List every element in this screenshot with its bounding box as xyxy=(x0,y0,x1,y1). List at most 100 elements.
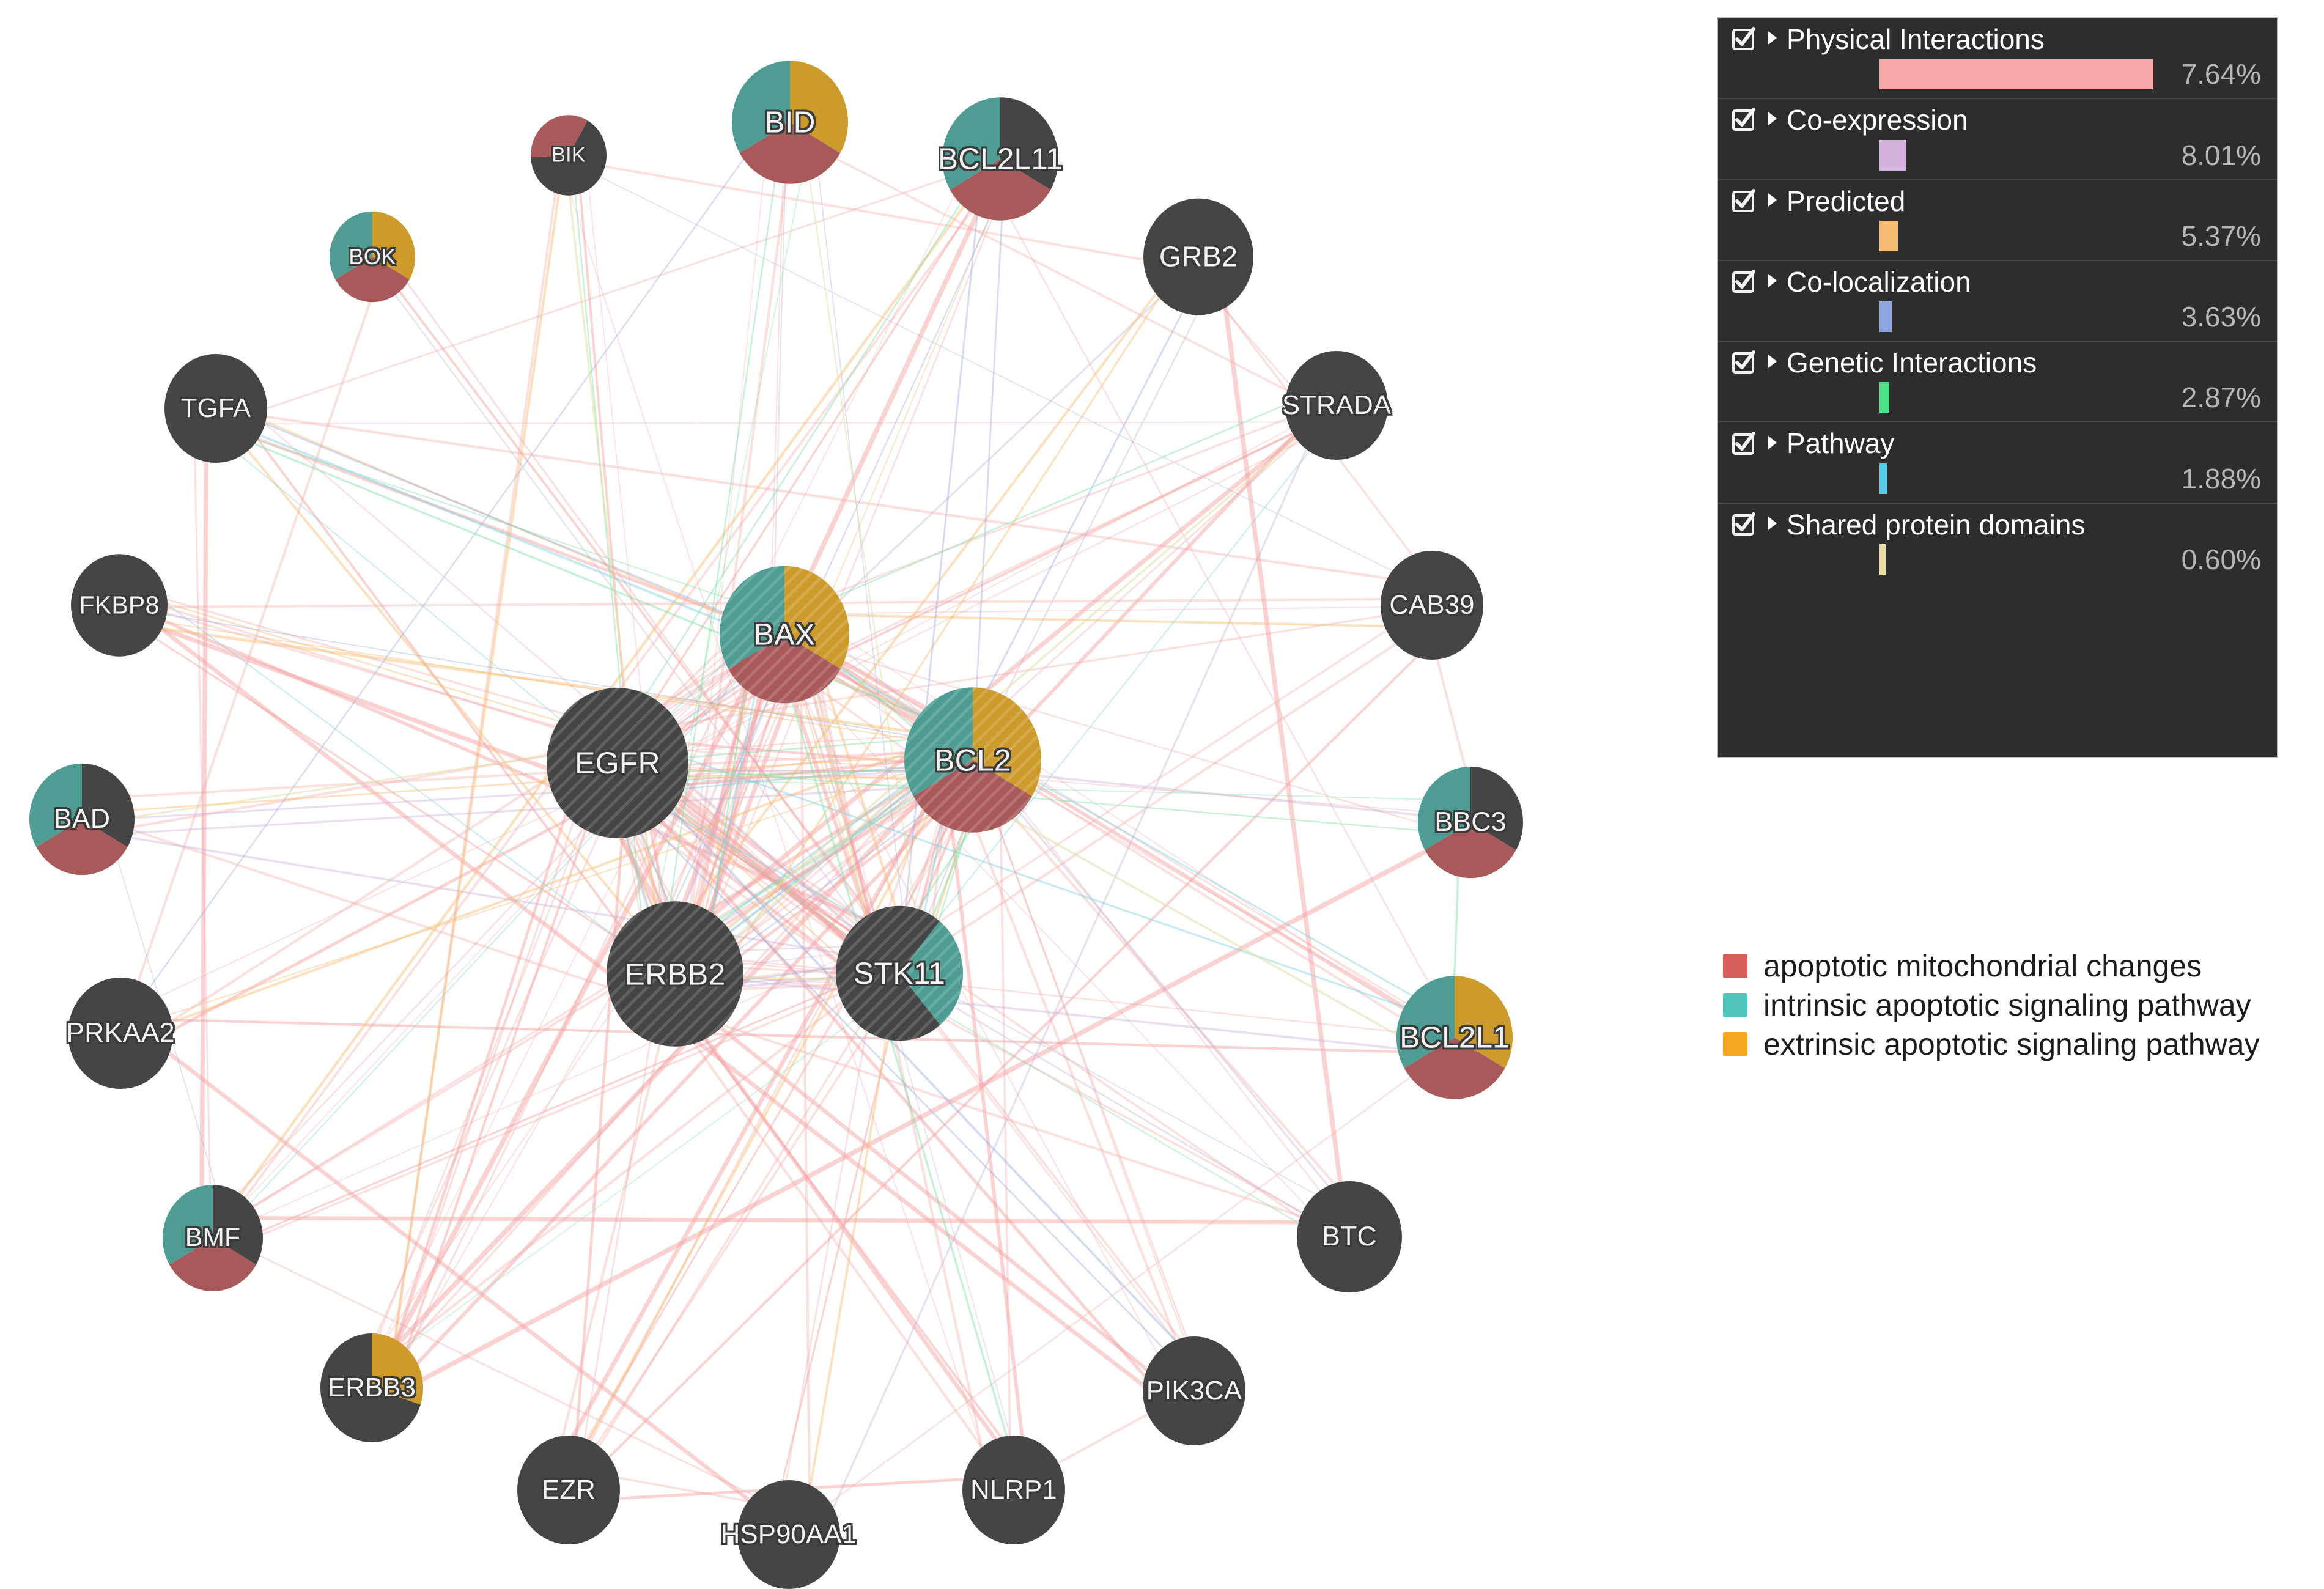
triangle-right-icon[interactable] xyxy=(1762,273,1783,291)
gene-node-label: BMF xyxy=(185,1223,241,1253)
weight-bar xyxy=(1879,139,1906,171)
node-pie-chart xyxy=(164,353,267,463)
checked-checkbox-icon[interactable] xyxy=(1732,188,1756,213)
weight-row-pathway[interactable]: Pathway 1.88% xyxy=(1718,422,2277,504)
gene-node-erbb3[interactable]: ERBB3 xyxy=(320,1333,423,1443)
gene-node-grb2[interactable]: GRB2 xyxy=(1143,198,1253,315)
triangle-right-icon[interactable] xyxy=(1762,111,1783,129)
gene-node-bcl2[interactable]: BCL2 xyxy=(904,687,1041,833)
gene-node-ezr[interactable]: EZR xyxy=(517,1435,620,1545)
gene-node-label: BAX xyxy=(753,618,816,652)
node-pie-chart xyxy=(1143,1336,1245,1446)
weight-row-label: Co-expression xyxy=(1787,104,1968,136)
node-pie-chart xyxy=(68,977,173,1089)
gene-node-label: TGFA xyxy=(180,393,251,423)
checked-checkbox-icon[interactable] xyxy=(1732,512,1756,537)
gene-node-hsp90aa1[interactable]: HSP90AA1 xyxy=(721,1480,857,1589)
weight-row-label: Co-localization xyxy=(1787,265,1971,298)
gene-node-label: STK11 xyxy=(853,956,946,990)
function-color-swatch xyxy=(1723,954,1747,978)
weight-row-co-expression[interactable]: Co-expression 8.01% xyxy=(1718,99,2277,180)
checked-checkbox-icon[interactable] xyxy=(1732,270,1756,294)
node-pie-chart xyxy=(1143,198,1253,315)
weight-row-label: Shared protein domains xyxy=(1787,508,2086,540)
gene-node-label: CAB39 xyxy=(1389,589,1475,620)
weight-percent: 8.01% xyxy=(2181,139,2261,171)
gene-node-label: BID xyxy=(764,105,816,139)
gene-node-bik[interactable]: BIK xyxy=(531,115,607,196)
gene-node-label: GRB2 xyxy=(1159,240,1238,273)
gene-node-erbb2[interactable]: ERBB2 xyxy=(607,901,743,1047)
node-pie-chart xyxy=(737,1480,840,1589)
gene-node-label: BIK xyxy=(551,143,586,167)
checked-checkbox-icon[interactable] xyxy=(1732,431,1756,456)
triangle-right-icon[interactable] xyxy=(1762,515,1783,534)
triangle-right-icon[interactable] xyxy=(1762,30,1783,48)
gene-node-bcl2l11[interactable]: BCL2L11 xyxy=(938,97,1063,221)
weight-row-label: Pathway xyxy=(1787,427,1895,460)
gene-node-label: BAD xyxy=(53,804,111,834)
gene-node-prkaa2[interactable]: PRKAA2 xyxy=(66,977,175,1089)
node-pie-chart xyxy=(836,905,963,1041)
gene-node-fkbp8[interactable]: FKBP8 xyxy=(71,554,168,657)
checked-checkbox-icon[interactable] xyxy=(1732,108,1756,132)
triangle-right-icon[interactable] xyxy=(1762,192,1783,210)
weight-percent: 3.63% xyxy=(2181,301,2261,333)
gene-node-stk11[interactable]: STK11 xyxy=(836,905,963,1041)
function-legend-item: apoptotic mitochondrial changes xyxy=(1723,951,2260,981)
gene-node-nlrp1[interactable]: NLRP1 xyxy=(962,1435,1065,1545)
weight-percent: 2.87% xyxy=(2181,382,2261,414)
node-pie-chart xyxy=(163,1185,263,1291)
function-legend-label: apoptotic mitochondrial changes xyxy=(1763,949,2202,983)
gene-node-label: EZR xyxy=(542,1474,596,1505)
gene-node-bid[interactable]: BID xyxy=(732,61,848,184)
gene-node-tgfa[interactable]: TGFA xyxy=(164,353,267,463)
checked-checkbox-icon[interactable] xyxy=(1732,27,1756,51)
gene-node-label: BBC3 xyxy=(1434,807,1507,837)
weight-percent: 1.88% xyxy=(2181,462,2261,495)
weight-row-co-localization[interactable]: Co-localization 3.63% xyxy=(1718,261,2277,342)
weight-bar xyxy=(1879,382,1889,413)
gene-node-egfr[interactable]: EGFR xyxy=(547,688,688,838)
gene-node-label: ERBB2 xyxy=(624,957,726,991)
node-pie-chart xyxy=(962,1435,1065,1545)
node-pie-chart xyxy=(517,1435,620,1545)
weight-bar xyxy=(1879,59,2153,90)
gene-node-label: PIK3CA xyxy=(1146,1375,1242,1406)
gene-node-label: EGFR xyxy=(575,746,660,780)
gene-node-strada[interactable]: STRADA xyxy=(1282,350,1391,460)
gene-node-pik3ca[interactable]: PIK3CA xyxy=(1143,1336,1245,1446)
gene-node-bbc3[interactable]: BBC3 xyxy=(1418,766,1523,879)
node-pie-chart xyxy=(29,763,135,876)
weight-row-predicted[interactable]: Predicted 5.37% xyxy=(1718,180,2277,261)
weight-row-label: Genetic Interactions xyxy=(1787,347,2037,379)
weight-percent: 5.37% xyxy=(2181,219,2261,252)
weight-row-label: Predicted xyxy=(1787,185,1906,217)
weight-row-genetic-interactions[interactable]: Genetic Interactions 2.87% xyxy=(1718,342,2277,423)
node-pie-chart xyxy=(320,1333,423,1443)
gene-node-bax[interactable]: BAX xyxy=(720,566,849,704)
gene-node-cab39[interactable]: CAB39 xyxy=(1381,550,1483,660)
function-legend-label: intrinsic apoptotic signaling pathway xyxy=(1763,988,2251,1022)
function-legend-item: intrinsic apoptotic signaling pathway xyxy=(1723,990,2260,1020)
gene-node-label: ERBB3 xyxy=(327,1372,416,1403)
gene-node-bmf[interactable]: BMF xyxy=(163,1185,263,1291)
node-pie-chart xyxy=(720,566,849,704)
node-pie-chart xyxy=(607,901,743,1047)
gene-node-btc[interactable]: BTC xyxy=(1297,1181,1402,1293)
node-pie-chart xyxy=(1285,350,1388,460)
gene-node-label: BCL2 xyxy=(934,743,1011,777)
gene-node-bok[interactable]: BOK xyxy=(330,211,415,303)
gene-node-bad[interactable]: BAD xyxy=(29,763,135,876)
checked-checkbox-icon[interactable] xyxy=(1732,350,1756,375)
weight-bar xyxy=(1879,301,1892,333)
gene-node-label: HSP90AA1 xyxy=(720,1519,857,1549)
triangle-right-icon[interactable] xyxy=(1762,353,1783,372)
triangle-right-icon[interactable] xyxy=(1762,435,1783,453)
node-pie-chart xyxy=(531,115,607,196)
gene-node-bcl2l1[interactable]: BCL2L1 xyxy=(1396,976,1513,1099)
